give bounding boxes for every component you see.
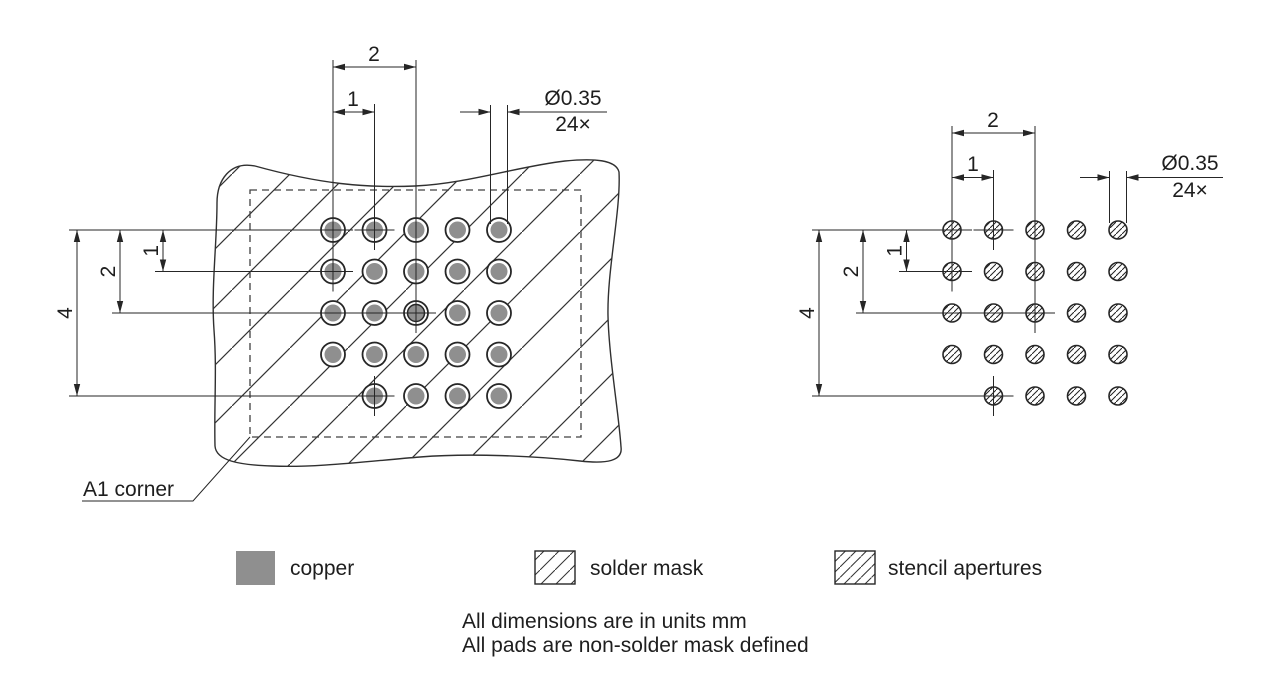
dim-label-1: 1 <box>347 88 359 111</box>
copper-pad <box>366 263 383 280</box>
copper-pad <box>490 263 508 280</box>
stencil-aperture <box>1066 344 1087 365</box>
legend-label-solder-mask: solder mask <box>590 557 704 580</box>
copper-pad <box>407 346 425 363</box>
stencil-aperture <box>1108 344 1128 365</box>
legend-swatch-stencil-apertures <box>834 550 876 585</box>
copper-pad <box>366 346 383 363</box>
right-diagram-stencil-view: 2 1 Ø0.35 24× 4 2 1 <box>796 109 1223 416</box>
copper-pad <box>449 221 466 239</box>
dim-label-diameter: Ø0.35 <box>544 87 601 110</box>
stencil-aperture <box>1066 261 1087 282</box>
copper-pad <box>490 387 508 405</box>
dim-label-4: 4 <box>796 307 819 319</box>
dim-label-1v: 1 <box>884 245 907 257</box>
a1-leader-line <box>82 436 251 502</box>
legend-label-copper: copper <box>290 557 354 580</box>
copper-pad <box>490 221 508 239</box>
dim-label-2: 2 <box>368 43 380 66</box>
stencil-aperture <box>1025 386 1045 406</box>
stencil-aperture <box>1066 303 1087 323</box>
stencil-aperture <box>1025 344 1045 365</box>
stencil-aperture <box>983 261 1004 282</box>
dim-label-count: 24× <box>555 113 591 136</box>
right-dimensions: 2 1 Ø0.35 24× 4 2 1 <box>796 109 1223 397</box>
dim-label-diameter: Ø0.35 <box>1161 152 1218 175</box>
legend-label-stencil-apertures: stencil apertures <box>888 557 1042 580</box>
legend: copper solder mask stencil apertures <box>236 550 1042 585</box>
a1-corner-label: A1 corner <box>83 478 174 501</box>
left-dimensions: 2 1 Ø0.35 24× 4 2 1 <box>54 43 607 397</box>
stencil-aperture <box>1108 220 1128 240</box>
dim-label-count: 24× <box>1172 179 1208 202</box>
legend-swatch-solder-mask <box>534 550 576 585</box>
notes: All dimensions are in units mm All pads … <box>462 610 809 657</box>
stencil-aperture <box>1066 220 1087 240</box>
dim-label-4: 4 <box>54 307 77 319</box>
copper-pad <box>449 304 466 322</box>
copper-pad <box>490 346 508 363</box>
dim-label-2v: 2 <box>97 266 120 278</box>
stencil-aperture <box>1108 261 1128 282</box>
dim-label-2v: 2 <box>840 266 863 278</box>
note-units: All dimensions are in units mm <box>462 610 747 633</box>
copper-pad <box>407 387 425 405</box>
copper-pad <box>324 346 342 363</box>
copper-pad <box>449 263 466 280</box>
stencil-aperture <box>1108 303 1128 323</box>
stencil-aperture <box>1066 386 1087 406</box>
copper-pad <box>449 387 466 405</box>
stencil-aperture <box>983 344 1004 365</box>
stencil-aperture <box>1108 386 1128 406</box>
stencil-aperture <box>942 344 962 365</box>
left-diagram-solder-mask-view: 2 1 Ø0.35 24× 4 2 1 A1 <box>54 43 622 502</box>
copper-pad <box>490 304 508 322</box>
copper-pad <box>449 346 466 363</box>
dim-label-1v: 1 <box>140 245 163 257</box>
a1-corner-callout: A1 corner <box>82 436 251 502</box>
legend-swatch-copper <box>236 551 275 585</box>
dim-label-1: 1 <box>967 153 979 176</box>
dim-label-2: 2 <box>987 109 999 132</box>
note-nsmd: All pads are non-solder mask defined <box>462 634 809 657</box>
